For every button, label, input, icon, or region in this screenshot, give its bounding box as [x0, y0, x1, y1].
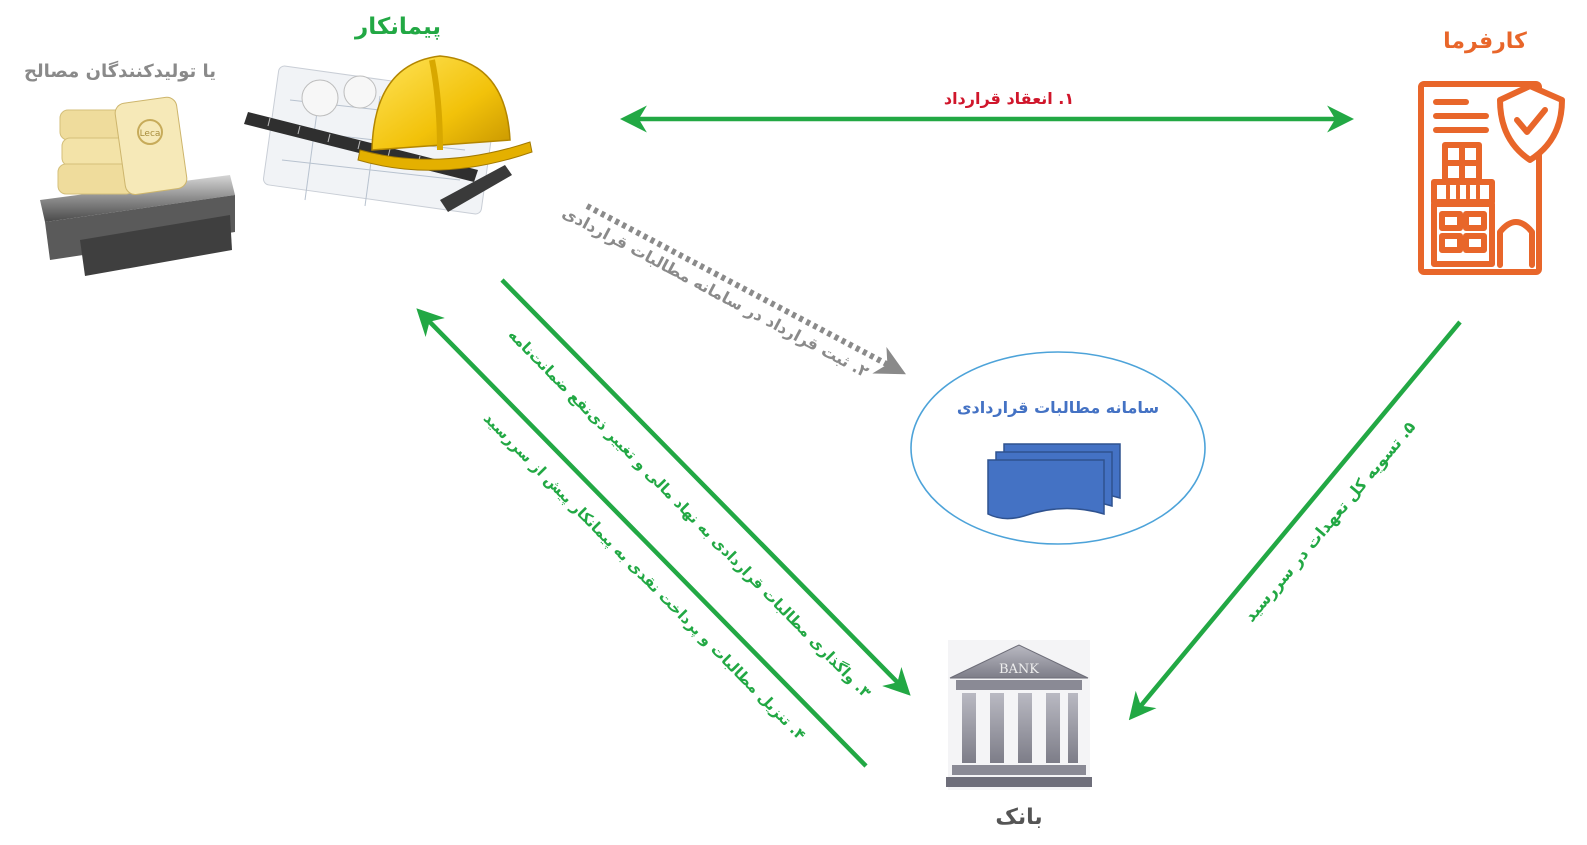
bag-logo-text: Leca: [140, 129, 161, 139]
suppliers-label: یا تولیدکنندگان مصالح: [24, 60, 216, 82]
arrow-step-4: [416, 308, 868, 768]
step-2-label: ۲. ثبت قرارداد در سامانه مطالبات قرارداد…: [559, 203, 872, 382]
contractor-image: [244, 55, 533, 215]
bank-icon: BANK: [946, 640, 1092, 790]
step-1-label: ۱. انعقاد قرارداد: [944, 89, 1074, 108]
contractor-label: پیمانکار: [354, 14, 441, 40]
arrow-step-3: [500, 278, 911, 696]
step-5-label: ۵. تسویه کل تعهدات در سررسید: [1240, 417, 1419, 625]
bank-label: بانک: [995, 805, 1042, 830]
bank-sign-text: BANK: [999, 662, 1039, 677]
claims-system: [910, 351, 1206, 545]
employer-label: کارفرما: [1443, 29, 1527, 54]
materials-image: Leca: [40, 96, 235, 276]
arrow-step-2: [585, 203, 906, 375]
employer-icon: [1418, 81, 1565, 275]
system-label: سامانه مطالبات قراردادی: [957, 398, 1159, 417]
step-3-label: ۳. واگذاری مطالبات قراردادی به نهاد مالی…: [505, 326, 875, 702]
arrow-step-5: [1128, 320, 1462, 721]
